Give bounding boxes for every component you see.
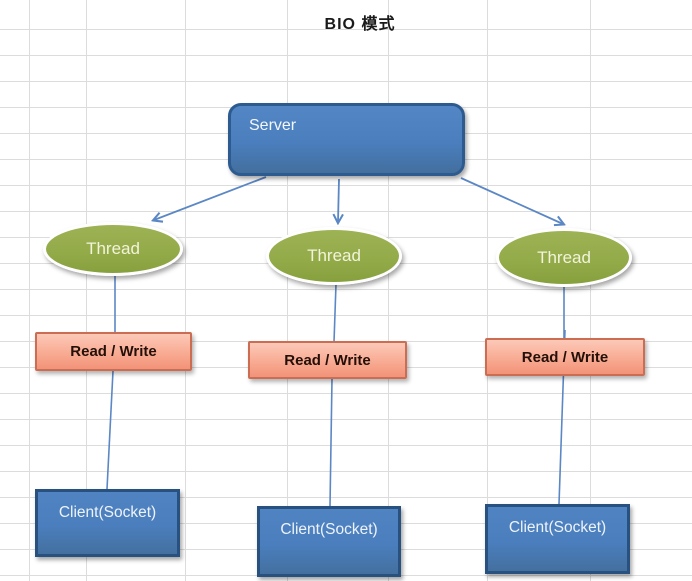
grid-line-vertical bbox=[185, 0, 186, 581]
client-node-2: Client(Socket) bbox=[257, 506, 401, 577]
read-write-node-3: Read / Write bbox=[485, 338, 645, 376]
server-to-thread-1-arrow bbox=[154, 176, 267, 220]
grid-line-vertical bbox=[590, 0, 591, 581]
grid-line-vertical bbox=[487, 0, 488, 581]
server-to-thread-2-arrow bbox=[338, 178, 339, 222]
server-to-thread-3-arrow bbox=[460, 177, 563, 224]
thread-node-3: Thread bbox=[496, 228, 632, 287]
server-node: Server bbox=[228, 103, 465, 176]
read-write-label: Read / Write bbox=[521, 348, 609, 366]
server-label: Server bbox=[249, 117, 297, 134]
thread-2-to-rw-line bbox=[333, 283, 337, 343]
grid-line-vertical bbox=[29, 0, 30, 581]
thread-label: Thread bbox=[86, 239, 140, 258]
client-node-3: Client(Socket) bbox=[485, 504, 630, 574]
grid-line-vertical bbox=[388, 0, 389, 581]
diagram-title: BIO 模式 bbox=[324, 16, 396, 33]
rw-1-to-client-line bbox=[106, 370, 114, 490]
client-node-1: Client(Socket) bbox=[35, 489, 180, 557]
grid-line-vertical bbox=[86, 0, 87, 581]
read-write-label: Read / Write bbox=[70, 343, 157, 360]
thread-node-1: Thread bbox=[43, 222, 183, 276]
thread-label: Thread bbox=[307, 246, 361, 265]
rw-2-to-client-line bbox=[329, 378, 333, 507]
thread-node-2: Thread bbox=[266, 227, 402, 285]
read-write-node-1: Read / Write bbox=[35, 332, 192, 371]
read-write-node-2: Read / Write bbox=[248, 341, 407, 379]
read-write-label: Read / Write bbox=[284, 351, 371, 369]
client-label: Client(Socket) bbox=[508, 519, 607, 536]
thread-label: Thread bbox=[537, 247, 591, 267]
client-label: Client(Socket) bbox=[58, 504, 157, 521]
client-label: Client(Socket) bbox=[280, 521, 378, 538]
grid-line-vertical bbox=[287, 0, 288, 581]
